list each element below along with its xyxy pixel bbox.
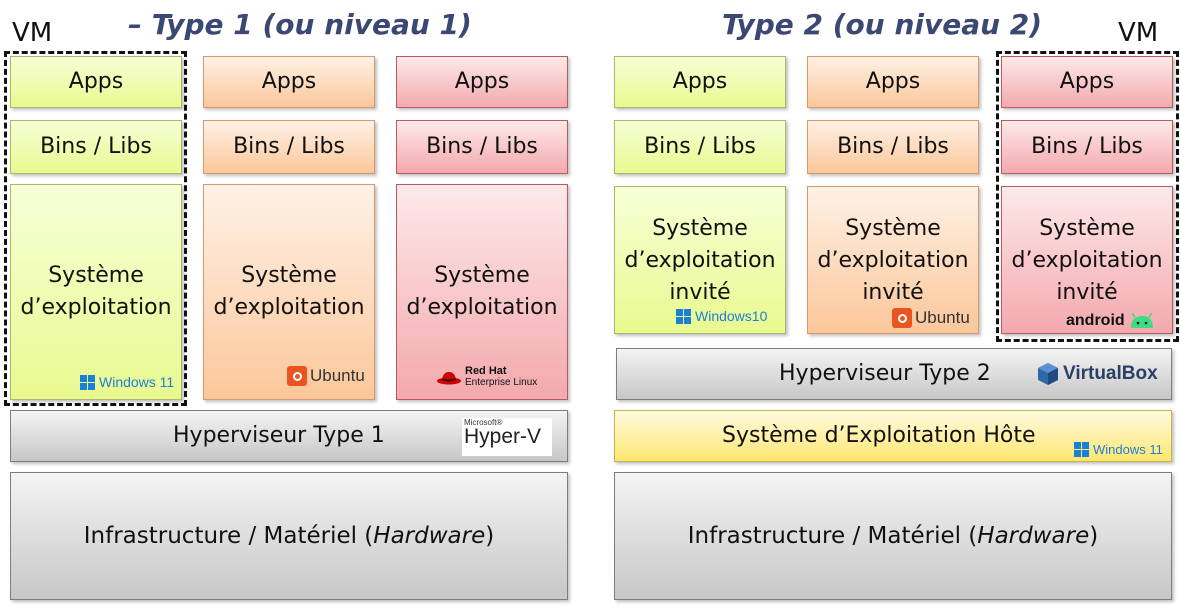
android-logo: android [1066, 312, 1155, 330]
os-label-line2: d’exploitation [406, 295, 558, 320]
libs-box: Bins / Libs [614, 120, 786, 174]
vm-label-left: VM [12, 18, 53, 48]
apps-label: Apps [68, 69, 124, 94]
ubuntu-logo: Ubuntu [892, 308, 970, 328]
vm-outline-left [4, 51, 187, 406]
android-icon [1130, 313, 1153, 328]
libs-label: Bins / Libs [644, 134, 756, 159]
os-label-line2: d’exploitation [213, 295, 365, 320]
windows-icon [80, 374, 95, 390]
infrastructure-box-right: Infrastructure / Matériel (Hardware) [614, 472, 1172, 600]
infra-label-suffix: ) [485, 523, 495, 549]
infra-label-suffix: ) [1089, 523, 1099, 549]
os-label-line3: invité [1056, 280, 1118, 305]
os-label-line1: Système [845, 216, 941, 241]
os-label-line2: d’exploitation [1011, 248, 1163, 273]
infra-label-prefix: Infrastructure / Matériel ( [83, 523, 374, 549]
apps-box: Apps [10, 56, 182, 108]
apps-box: Apps [1001, 56, 1173, 108]
windows10-logo-text: Windows10 [695, 308, 768, 324]
libs-box: Bins / Libs [203, 120, 375, 174]
libs-box: Bins / Libs [396, 120, 568, 174]
os-box: Système d’exploitation [10, 184, 182, 400]
ubuntu-logo: Ubuntu [287, 366, 365, 386]
hypervisor-type1-label: Hyperviseur Type 1 [173, 423, 385, 448]
apps-label: Apps [865, 69, 921, 94]
redhat-icon [437, 372, 461, 385]
apps-box: Apps [807, 56, 979, 108]
ubuntu-logo-text: Ubuntu [915, 308, 970, 327]
windows11-logo-text: Windows 11 [1093, 442, 1163, 457]
os-label-line2: d’exploitation [817, 248, 969, 273]
windows10-logo: Windows10 [676, 308, 767, 324]
windows11-logo: Windows 11 [1074, 442, 1163, 457]
os-label-line1: Système [652, 216, 748, 241]
os-label-line1: Système [241, 263, 337, 288]
vm-outline-right [996, 51, 1179, 342]
os-box: Système d’exploitation [203, 184, 375, 400]
os-label-line1: Système [1039, 216, 1135, 241]
libs-box: Bins / Libs [1001, 120, 1173, 174]
libs-label: Bins / Libs [1031, 134, 1143, 159]
os-label-line3: invité [669, 280, 731, 305]
apps-label: Apps [454, 69, 510, 94]
os-label-line1: Système [434, 263, 530, 288]
os-label-line2: d’exploitation [624, 248, 776, 273]
ubuntu-icon [892, 308, 912, 328]
libs-label: Bins / Libs [426, 134, 538, 159]
redhat-logo-line1: Red Hat [465, 365, 507, 377]
guest-os-box: Système d’exploitation invité [1001, 186, 1173, 334]
ubuntu-icon [287, 366, 307, 386]
libs-box: Bins / Libs [10, 120, 182, 174]
infra-label-hardware: Hardware [373, 523, 486, 549]
redhat-logo-line2: Enterprise Linux [465, 377, 538, 388]
infra-label-prefix: Infrastructure / Matériel ( [687, 523, 978, 549]
apps-box: Apps [203, 56, 375, 108]
windows11-logo-text: Windows 11 [99, 374, 175, 390]
libs-box: Bins / Libs [807, 120, 979, 174]
libs-label: Bins / Libs [837, 134, 949, 159]
libs-label: Bins / Libs [233, 134, 345, 159]
windows-icon [1074, 442, 1089, 457]
apps-label: Apps [672, 69, 728, 94]
hypervisor-type2-box: Hyperviseur Type 2 [616, 348, 1172, 400]
os-label-line2: d’exploitation [20, 295, 172, 320]
windows-icon [676, 308, 691, 324]
os-box: Système d’exploitation [396, 184, 568, 400]
type2-title: Type 2 (ou niveau 2) [722, 8, 1043, 41]
guest-os-box: Système d’exploitation invité [614, 186, 786, 334]
os-label-line1: Système [48, 263, 144, 288]
infrastructure-box-left: Infrastructure / Matériel (Hardware) [10, 472, 568, 600]
infra-label-hardware: Hardware [977, 523, 1090, 549]
apps-box: Apps [396, 56, 568, 108]
libs-label: Bins / Libs [40, 134, 152, 159]
android-logo-text: android [1066, 312, 1125, 329]
virtualbox-icon [1038, 363, 1058, 385]
os-label-line3: invité [862, 280, 924, 305]
apps-label: Apps [261, 69, 317, 94]
hyperv-logo-text: Hyper-V [464, 425, 542, 448]
ubuntu-logo-text: Ubuntu [310, 366, 365, 385]
hyperv-logo: Microsoft® Hyper-V [462, 418, 552, 456]
redhat-logo: Red Hat Enterprise Linux [436, 366, 537, 388]
virtualbox-logo: VirtualBox [1036, 362, 1158, 386]
apps-box: Apps [614, 56, 786, 108]
windows11-logo: Windows 11 [80, 374, 174, 390]
host-os-label: Système d’Exploitation Hôte [722, 423, 1036, 448]
vm-label-right: VM [1118, 18, 1159, 48]
hyperv-logo-small: Microsoft® [464, 418, 503, 427]
hypervisor-type2-label: Hyperviseur Type 2 [779, 361, 991, 386]
apps-label: Apps [1059, 69, 1115, 94]
virtualbox-logo-text: VirtualBox [1063, 363, 1158, 384]
type1-title: – Type 1 (ou niveau 1) [128, 8, 472, 41]
